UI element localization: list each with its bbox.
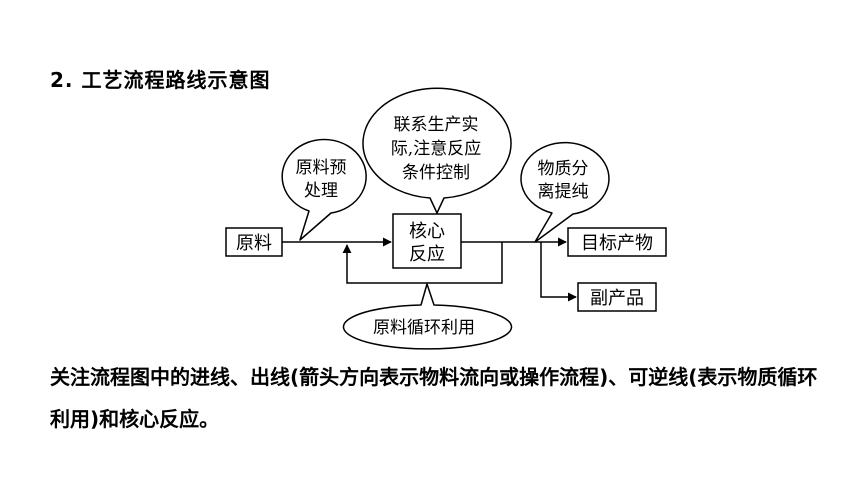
callout-pretreat-text-1: 原料预 — [296, 158, 347, 178]
callout-practice-text-2: 际,注意反应 — [391, 139, 481, 159]
byproduct-box — [577, 282, 657, 312]
callout-practice-text-3: 条件控制 — [402, 163, 470, 183]
callout-practice-bubble — [362, 87, 512, 214]
section-heading: 2. 工艺流程路线示意图 — [50, 68, 271, 92]
core-reaction-label-1: 核心 — [409, 221, 445, 242]
raw-material-box — [225, 227, 283, 257]
callout-separate-text-1: 物质分 — [538, 159, 589, 179]
byproduct-label: 副产品 — [590, 288, 644, 309]
callout-separate-text-2: 离提纯 — [538, 182, 589, 202]
core-reaction-box — [392, 213, 462, 269]
flow-line-to-byproduct — [540, 242, 577, 302]
callout-pretreat-bubble — [281, 138, 367, 241]
explanation-note: 关注流程图中的进线、出线(箭头方向表示物料流向或操作流程)、可逆线(表示物质循环… — [50, 365, 818, 431]
callout-recycle-text: 原料循环利用 — [373, 318, 475, 338]
callout-practice-text-1: 联系生产实 — [394, 115, 479, 135]
callout-recycle-bubble — [342, 283, 513, 350]
raw-material-label: 原料 — [236, 233, 272, 254]
target-product-box — [567, 227, 667, 257]
recycle-loop-line — [342, 242, 503, 284]
callout-pretreat-text-2: 处理 — [304, 181, 338, 201]
core-reaction-label-2: 反应 — [409, 244, 445, 265]
target-product-label: 目标产物 — [581, 233, 653, 254]
callout-separate-bubble — [520, 141, 610, 243]
